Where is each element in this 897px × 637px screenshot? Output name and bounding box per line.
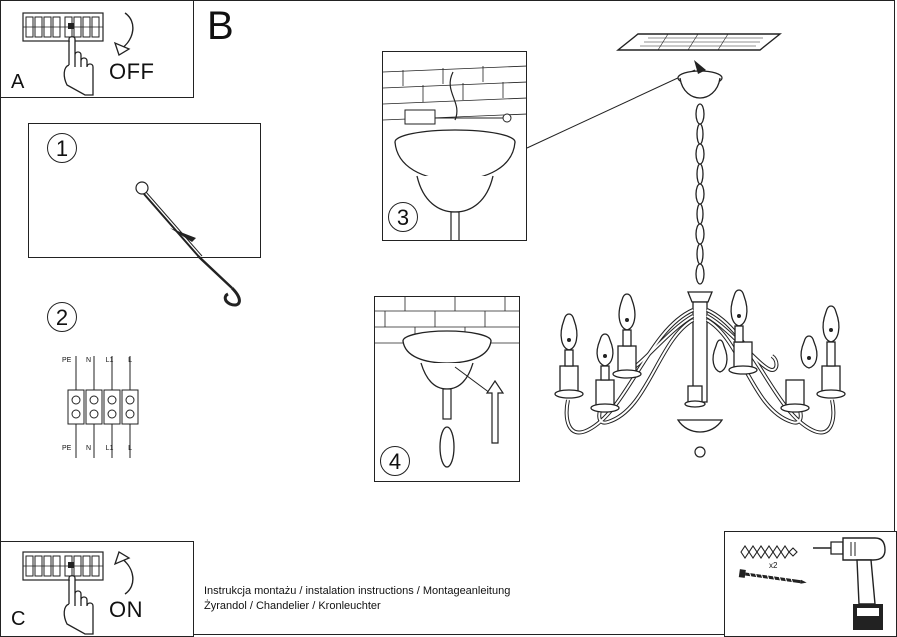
breaker-panel-icon xyxy=(22,12,104,42)
arrow-down-icon xyxy=(113,12,134,56)
panel-c: C ON xyxy=(0,541,194,637)
chandelier-icon xyxy=(554,33,846,458)
panel-step-3 xyxy=(382,51,527,241)
ceiling-canopy-icon xyxy=(383,65,526,240)
hook-icon xyxy=(135,181,241,307)
step-letter-a: A xyxy=(11,71,25,93)
arrow-up-icon xyxy=(485,379,505,444)
drill-icon xyxy=(813,537,886,630)
breaker-panel-icon xyxy=(22,551,104,581)
ceiling-canopy-icon xyxy=(375,297,519,468)
caption-line-1: Instrukcja montażu / instalation instruc… xyxy=(204,585,511,597)
wall-plug-icon xyxy=(740,545,798,559)
label-l1-bottom: L1 xyxy=(105,445,114,452)
caption-line-2: Żyrandol / Chandelier / Kronleuchter xyxy=(204,600,381,612)
label-l1: L1 xyxy=(105,357,114,364)
step-number-4: 4 xyxy=(380,446,410,476)
hand-icon xyxy=(63,36,94,96)
panel-a: A OFF xyxy=(0,0,194,98)
label-n: N xyxy=(85,357,92,364)
step-number-1: 1 xyxy=(47,133,77,163)
label-pe-bottom: PE xyxy=(62,445,72,452)
leader-line xyxy=(526,69,696,149)
step-number-2: 2 xyxy=(47,302,77,332)
off-label: OFF xyxy=(109,59,155,84)
wiring-bottom-labels: PE N L1 L xyxy=(62,445,132,452)
step-letter-c: C xyxy=(11,608,26,630)
tools-panel: x2 xyxy=(724,531,897,637)
terminal-block-icon xyxy=(67,356,139,458)
step-number-3: 3 xyxy=(388,202,418,232)
on-label: ON xyxy=(109,597,143,622)
arrow-up-icon xyxy=(113,551,134,595)
label-pe: PE xyxy=(62,357,72,364)
label-l-bottom: L xyxy=(128,445,132,452)
quantity-label: x2 xyxy=(769,561,778,570)
screw-icon xyxy=(738,569,807,584)
hand-icon xyxy=(63,575,94,635)
step-letter-b: B xyxy=(207,4,234,48)
label-n-bottom: N xyxy=(85,445,92,452)
